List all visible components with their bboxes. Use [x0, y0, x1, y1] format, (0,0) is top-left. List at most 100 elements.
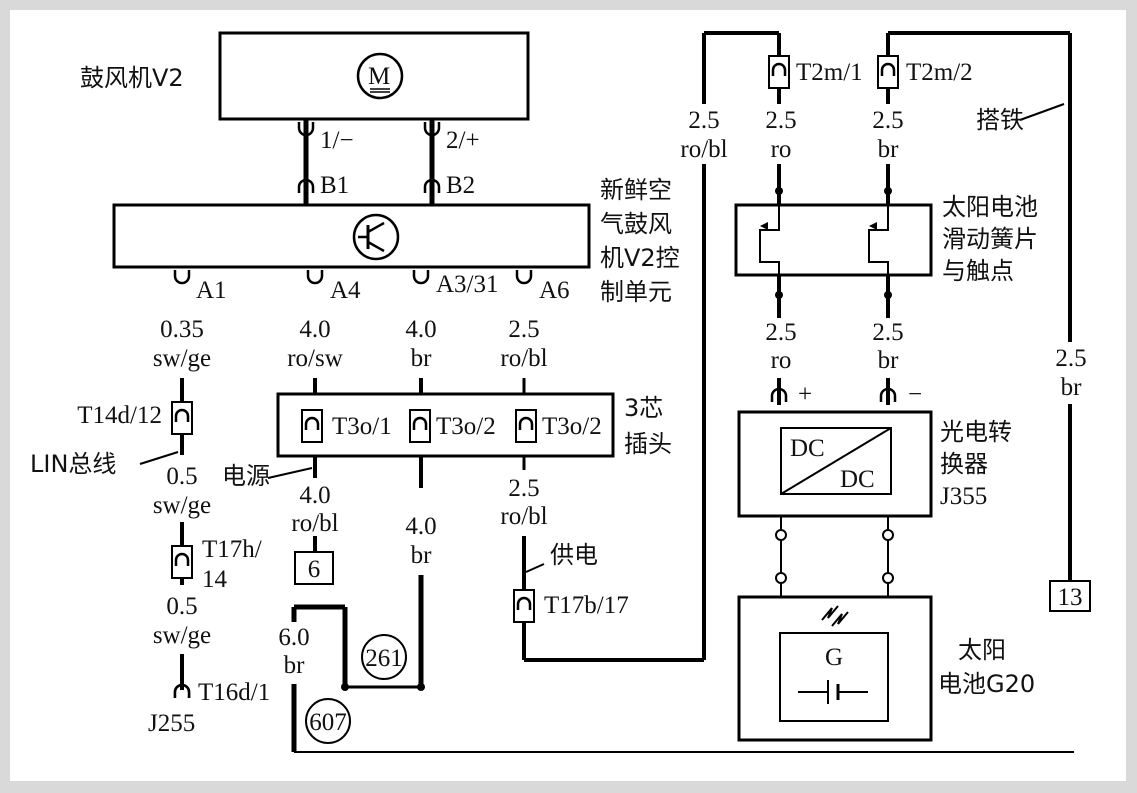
earth-wire-color: br [1061, 374, 1083, 401]
power-label: 电源 [222, 462, 270, 490]
solar-contacts-label-1: 太阳电池 [942, 193, 1038, 221]
solar-ro-size: 2.5 [765, 107, 796, 134]
gnd-wire-size: 4.0 [405, 513, 436, 540]
supply-wire-size: 2.5 [508, 475, 539, 502]
solar-contacts-label-3: 与触点 [942, 257, 1014, 285]
blower-box [218, 31, 530, 121]
converter-minus: − [908, 381, 922, 408]
gnd-wire-color: br [411, 542, 433, 569]
converter-box [737, 410, 933, 518]
ref-13: 13 [1058, 584, 1083, 611]
controller-pin-a6: A6 [539, 277, 570, 304]
pwr-wire-size: 4.0 [299, 482, 330, 509]
t14d-label: T14d/12 [77, 402, 162, 429]
t17h-label-1: T17h/ [202, 536, 262, 563]
transistor-icon [352, 213, 400, 261]
dc-dc-icon [780, 427, 892, 495]
solar-br-size: 2.5 [872, 107, 903, 134]
lin-bus-label: LIN总线 [30, 450, 116, 478]
solar-cell-symbol: G [825, 644, 843, 671]
a3-wire-size: 4.0 [405, 316, 436, 343]
top-left-wire-size: 2.5 [688, 107, 719, 134]
ref-261: 261 [365, 645, 403, 672]
controller-label-2: 气鼓风 [600, 210, 672, 238]
t17b-connector-icon [512, 588, 536, 624]
converter-label-1: 光电转 [940, 418, 1012, 446]
motor-icon [356, 52, 404, 100]
controller-label-1: 新鲜空 [600, 176, 672, 204]
a6-wire-size: 2.5 [508, 316, 539, 343]
controller-pin-a3: A3/31 [436, 271, 499, 298]
pwr-wire-color: ro/bl [291, 510, 338, 537]
ref-261-circle [361, 634, 407, 680]
earth-wire-size: 2.5 [1055, 345, 1086, 372]
dc-out-label: DC [840, 466, 875, 493]
t17h-label-2: 14 [202, 566, 228, 593]
a1-wire-color: sw/ge [153, 345, 211, 372]
light-rays-icon [821, 605, 849, 627]
blower-pin2: 2/+ [446, 127, 480, 154]
earth-strap-label: 搭铁 [976, 106, 1024, 134]
ground-main-color: br [284, 652, 306, 679]
t16d-label: T16d/1 [198, 679, 270, 706]
plug-label-1: 3芯 [624, 394, 663, 422]
lin-wire-size-1b: 0.5 [166, 463, 197, 490]
plug-label-2: 插头 [624, 430, 672, 458]
motor-symbol: M [368, 63, 390, 90]
ref-607-circle [305, 698, 351, 744]
solar-contacts-box [734, 203, 933, 277]
controller-pin-a4: A4 [330, 277, 361, 304]
ref-607: 607 [309, 709, 347, 736]
converter-label-2: 换器 [940, 450, 988, 478]
blower-label: 鼓风机V2 [80, 64, 184, 92]
plug-box [276, 392, 615, 458]
j255-label: J255 [148, 710, 195, 737]
controller-pin-b2: B2 [446, 172, 475, 199]
sliding-contact-2-icon [868, 205, 889, 275]
a4-wire-color: ro/sw [287, 345, 343, 372]
top-left-wire-color: ro/bl [680, 136, 727, 163]
solar-ro-color: ro [771, 136, 792, 163]
controller-pin-a1: A1 [196, 277, 227, 304]
ground-main-size: 6.0 [278, 624, 309, 651]
solar-cell-label-1: 太阳 [958, 636, 1006, 664]
lin-wire-color-2: sw/ge [153, 622, 211, 649]
supply-wire-color: ro/bl [500, 503, 547, 530]
t3o2b-label: T3o/2 [542, 413, 602, 440]
t3o1-connector-icon [300, 408, 324, 444]
sliding-contact-1-icon [759, 205, 780, 275]
converter-plus: + [798, 381, 812, 408]
controller-label-4: 制单元 [600, 278, 672, 306]
a4-wire-size: 4.0 [299, 316, 330, 343]
solar-br-color: br [878, 136, 900, 163]
ref-13-box [1049, 580, 1091, 612]
t2m1-connector-icon [767, 54, 791, 90]
a3-wire-color: br [411, 345, 433, 372]
contact-br-color: br [878, 347, 900, 374]
dc-in-label: DC [790, 435, 825, 462]
solar-cell-label-2: 电池G20 [938, 670, 1035, 698]
controller-box [112, 203, 591, 269]
ref-6: 6 [308, 556, 321, 583]
contact-br-size: 2.5 [872, 319, 903, 346]
converter-label-3: J355 [940, 483, 987, 510]
t3o1-label: T3o/1 [332, 413, 392, 440]
t2m2-connector-icon [876, 54, 900, 90]
a6-wire-color: ro/bl [500, 345, 547, 372]
t3o2a-label: T3o/2 [436, 413, 496, 440]
contact-ro-color: ro [771, 347, 792, 374]
solar-cell-icon [779, 632, 889, 722]
contact-ro-size: 2.5 [765, 319, 796, 346]
controller-pin-b1: B1 [320, 172, 349, 199]
blower-pin1: 1/− [320, 127, 354, 154]
t2m2-label: T2m/2 [906, 59, 973, 86]
t17h-connector-icon [170, 544, 194, 580]
supply-label: 供电 [550, 541, 598, 569]
lin-leader [139, 451, 179, 465]
t14d-connector-icon [170, 400, 194, 436]
controller-label-3: 机V2控 [600, 244, 680, 272]
t3o2b-connector-icon [514, 408, 538, 444]
lin-wire-size-2: 0.5 [166, 593, 197, 620]
solar-contacts-label-2: 滑动簧片 [942, 225, 1038, 253]
